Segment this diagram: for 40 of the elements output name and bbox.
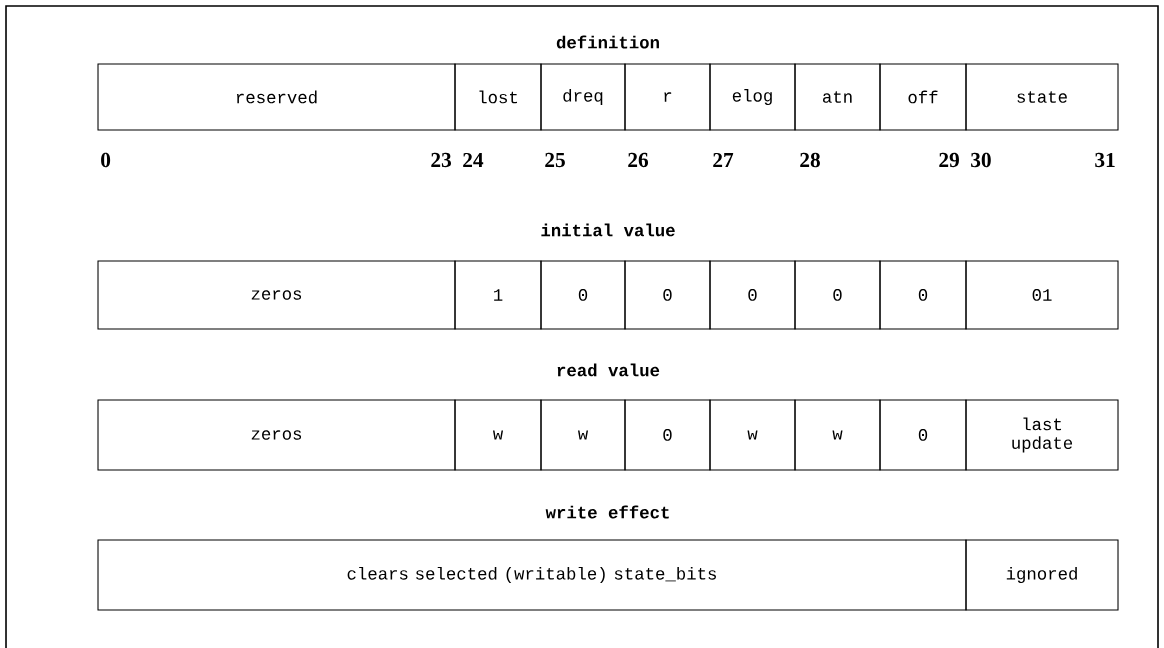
register-field: last update xyxy=(965,399,1119,471)
register-field: w xyxy=(454,399,542,471)
register-field: w xyxy=(540,399,626,471)
register-field: 0 xyxy=(540,260,626,330)
register-field: 0 xyxy=(624,260,711,330)
register-field: 0 xyxy=(624,399,711,471)
register-field: zeros xyxy=(97,399,456,471)
bit-number: 24 xyxy=(463,152,484,168)
bit-number: 25 xyxy=(545,152,565,168)
bit-number: 28 xyxy=(800,152,820,168)
register-field: dreq xyxy=(540,63,626,131)
register-field: 0 xyxy=(879,399,967,471)
bit-number: 30 xyxy=(971,152,991,168)
register-field: r xyxy=(624,63,711,131)
register-field: clears selected (writable) state_bits xyxy=(97,539,967,611)
register-field: 1 xyxy=(454,260,542,330)
register-field: reserved xyxy=(97,63,456,131)
register-field: w xyxy=(794,399,881,471)
register-field: w xyxy=(709,399,796,471)
register-field: off xyxy=(879,63,967,131)
bit-number: 31 xyxy=(1095,152,1115,168)
register-field: atn xyxy=(794,63,881,131)
section-heading: write effect xyxy=(545,505,669,519)
register-field: 01 xyxy=(965,260,1119,330)
register-field: 0 xyxy=(794,260,881,330)
register-field: zeros xyxy=(97,260,456,330)
register-field: lost xyxy=(454,63,542,131)
section-heading: initial value xyxy=(541,223,675,237)
bit-number: 0 xyxy=(101,152,111,168)
register-field: ignored xyxy=(965,539,1119,611)
register-field: state xyxy=(965,63,1119,131)
bit-number: 29 xyxy=(939,152,959,168)
bit-number: 27 xyxy=(713,152,734,168)
register-field: 0 xyxy=(709,260,796,330)
register-field: 0 xyxy=(879,260,967,330)
register-field: elog xyxy=(709,63,796,131)
bit-number: 26 xyxy=(628,152,649,168)
bit-number: 23 xyxy=(431,152,451,168)
section-heading: read value xyxy=(557,363,660,377)
section-heading: definition xyxy=(556,35,659,49)
